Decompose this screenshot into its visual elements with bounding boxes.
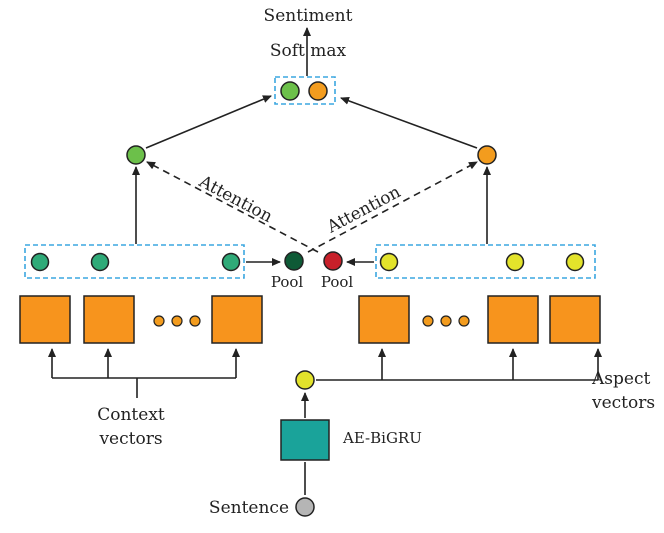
sentiment-label: Sentiment [264,6,353,26]
context-ellipsis-dot-2 [171,315,183,327]
aspect-hidden-node-2 [505,252,525,272]
right-to-softmax-arrow [340,97,478,149]
context-label-line2: vectors [98,429,162,449]
encoder-box [280,419,330,461]
context-ellipsis-dot-1 [153,315,165,327]
context-box-3 [211,295,263,344]
context-ellipsis-dot-3 [189,315,201,327]
aspect-hidden-frame [375,244,596,279]
aspect-embedding-node [295,370,315,390]
context-hidden-frame [24,244,245,279]
encoder-label: AE-BiGRU [342,429,422,447]
aspect-label-line1: Aspect [591,369,650,389]
aspect-hidden-node-1 [379,252,399,272]
softmax-orange-node [308,81,328,101]
context-box-1 [19,295,71,344]
aspect-box-3 [549,295,601,344]
softmax-label: Soft max [270,41,347,61]
softmax-green-node [280,81,300,101]
left-to-softmax-arrow [145,95,272,149]
context-hidden-node-2 [90,252,110,272]
attention-right-arrow [307,161,478,253]
right-output-node [477,145,497,165]
aspect-box-1 [358,295,410,344]
left-output-node [126,145,146,165]
softmax-frame [274,76,336,105]
attention-left-label: Attention [195,171,276,227]
pool-left-node [284,251,304,271]
context-label-line1: Context [97,405,165,425]
pool-left-label: Pool [271,273,304,291]
aspect-box-2 [487,295,539,344]
attention-right-label: Attention [323,182,404,238]
aspect-label-line2: vectors [591,393,655,413]
context-hidden-node-1 [30,252,50,272]
sentence-label: Sentence [209,498,289,518]
sentence-node [295,497,315,517]
aspect-ellipsis-dot-2 [440,315,452,327]
attention-left-arrow [146,161,319,253]
context-hidden-node-3 [221,252,241,272]
aspect-hidden-node-3 [565,252,585,272]
pool-right-label: Pool [321,273,354,291]
context-box-2 [83,295,135,344]
pool-right-node [323,251,343,271]
aspect-ellipsis-dot-1 [422,315,434,327]
aspect-ellipsis-dot-3 [458,315,470,327]
